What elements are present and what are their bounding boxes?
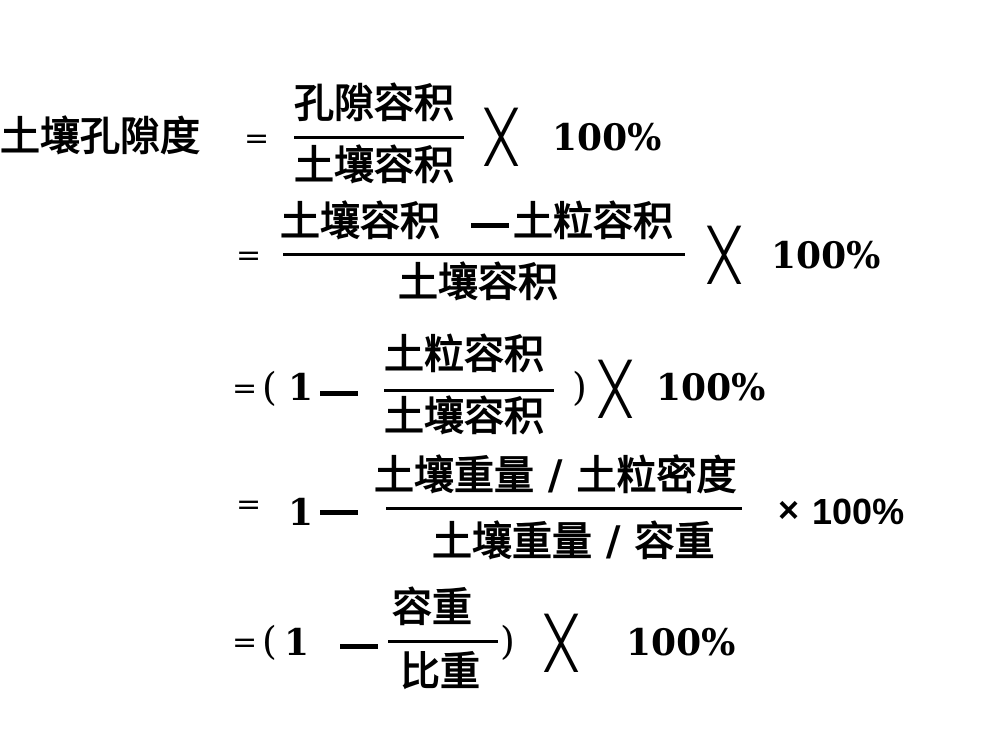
multiply-sign: ╳ <box>709 226 740 284</box>
lhs-label: 土壤孔隙度 <box>0 113 200 160</box>
multiply-sign: × <box>778 489 800 530</box>
numerator: 土粒容积 <box>384 331 544 378</box>
equals-sign: = <box>232 625 258 660</box>
multiply-sign: ╳ <box>486 108 517 166</box>
equals-sign: = <box>244 121 270 156</box>
equals-sign: = <box>236 238 262 273</box>
open-paren: ( <box>262 365 277 409</box>
denominator: 土壤容积 <box>384 393 544 440</box>
equals-sign: = <box>232 371 258 406</box>
percent-value: 100% <box>771 235 881 277</box>
numerator: 孔隙容积 <box>294 80 454 127</box>
percent-value: 100% <box>656 367 766 409</box>
denominator: 土壤重量 / 容重 <box>432 518 715 565</box>
fraction-bar <box>388 640 498 643</box>
close-paren: ) <box>500 619 515 663</box>
number-one: 1 <box>288 367 314 409</box>
minus-sign <box>340 644 378 649</box>
numerator-right: 土粒容积 <box>513 198 673 245</box>
percent-value: 100% <box>552 117 662 159</box>
numerator: 土壤重量 / 土粒密度 <box>374 452 737 499</box>
numerator: 容重 <box>392 584 472 631</box>
minus-sign <box>320 510 358 515</box>
equals-sign: = <box>236 487 262 522</box>
fraction-bar <box>294 136 464 139</box>
fraction-bar <box>386 507 742 510</box>
minus-sign <box>320 391 358 396</box>
denominator: 土壤容积 <box>294 142 454 189</box>
denominator: 土壤容积 <box>398 259 558 306</box>
multiply-sign: ╳ <box>546 614 577 672</box>
open-paren: ( <box>262 619 277 663</box>
fraction-bar <box>384 389 554 392</box>
close-paren: ) <box>572 365 587 409</box>
denominator: 比重 <box>400 648 480 695</box>
fraction-bar <box>283 253 685 256</box>
percent-value: 100% <box>626 622 736 664</box>
percent-value: 100% <box>812 491 905 532</box>
number-one: 1 <box>288 492 314 534</box>
minus-sign <box>471 223 509 228</box>
multiply-sign: ╳ <box>600 360 631 418</box>
numerator-left: 土壤容积 <box>280 198 440 245</box>
number-one: 1 <box>284 622 310 664</box>
